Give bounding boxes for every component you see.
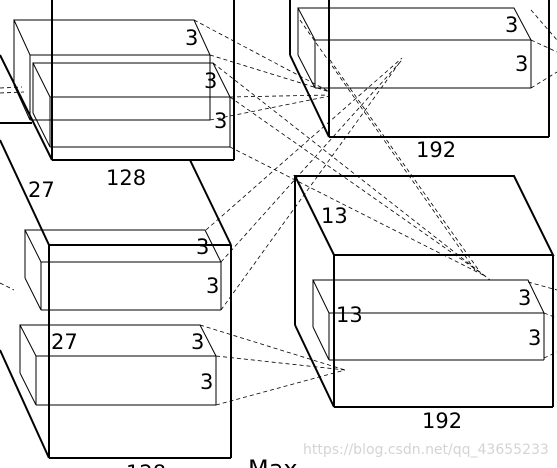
kernel-size-label: 3: [206, 274, 219, 298]
top-left-kernel-1: [13, 19, 211, 121]
kernel-size-label: 3: [518, 286, 531, 310]
kernel-size-label: 3: [200, 370, 213, 394]
top-right-kernel: [297, 7, 532, 89]
kernel-size-label: 3: [204, 69, 217, 93]
kernel-size-label: 3: [185, 26, 198, 50]
pooling-label: Max: [248, 455, 298, 468]
top-left-kernel-2: [32, 62, 231, 148]
depth-label: 192: [416, 138, 456, 162]
labels: 3 3 3 3 3 128 27 192 13 3 3 27 3 3 13 3 …: [28, 13, 541, 468]
depth-label: 128: [126, 461, 166, 468]
top-right-block: [289, 0, 550, 138]
bottom-left-kernel-1: [24, 229, 222, 311]
kernel-size-label: 3: [515, 52, 528, 76]
bottom-right-block: [293, 175, 555, 408]
kernel-size-label: 3: [505, 13, 518, 37]
kernel-size-label: 3: [528, 326, 541, 350]
height-label: 27: [28, 178, 55, 202]
depth-label: 192: [422, 409, 462, 433]
height-label: 13: [336, 303, 363, 327]
height-label: 27: [51, 330, 78, 354]
kernel-size-label: 3: [191, 330, 204, 354]
watermark: https://blog.csdn.net/qq_43655233: [303, 442, 549, 458]
top-left-block: [0, 0, 235, 161]
height-label: 13: [321, 204, 348, 228]
projection-lines: [0, 9, 557, 406]
kernel-size-label: 3: [214, 109, 227, 133]
bottom-left-block: [0, 139, 232, 459]
kernel-size-label: 3: [196, 235, 209, 259]
depth-label: 128: [106, 166, 146, 190]
